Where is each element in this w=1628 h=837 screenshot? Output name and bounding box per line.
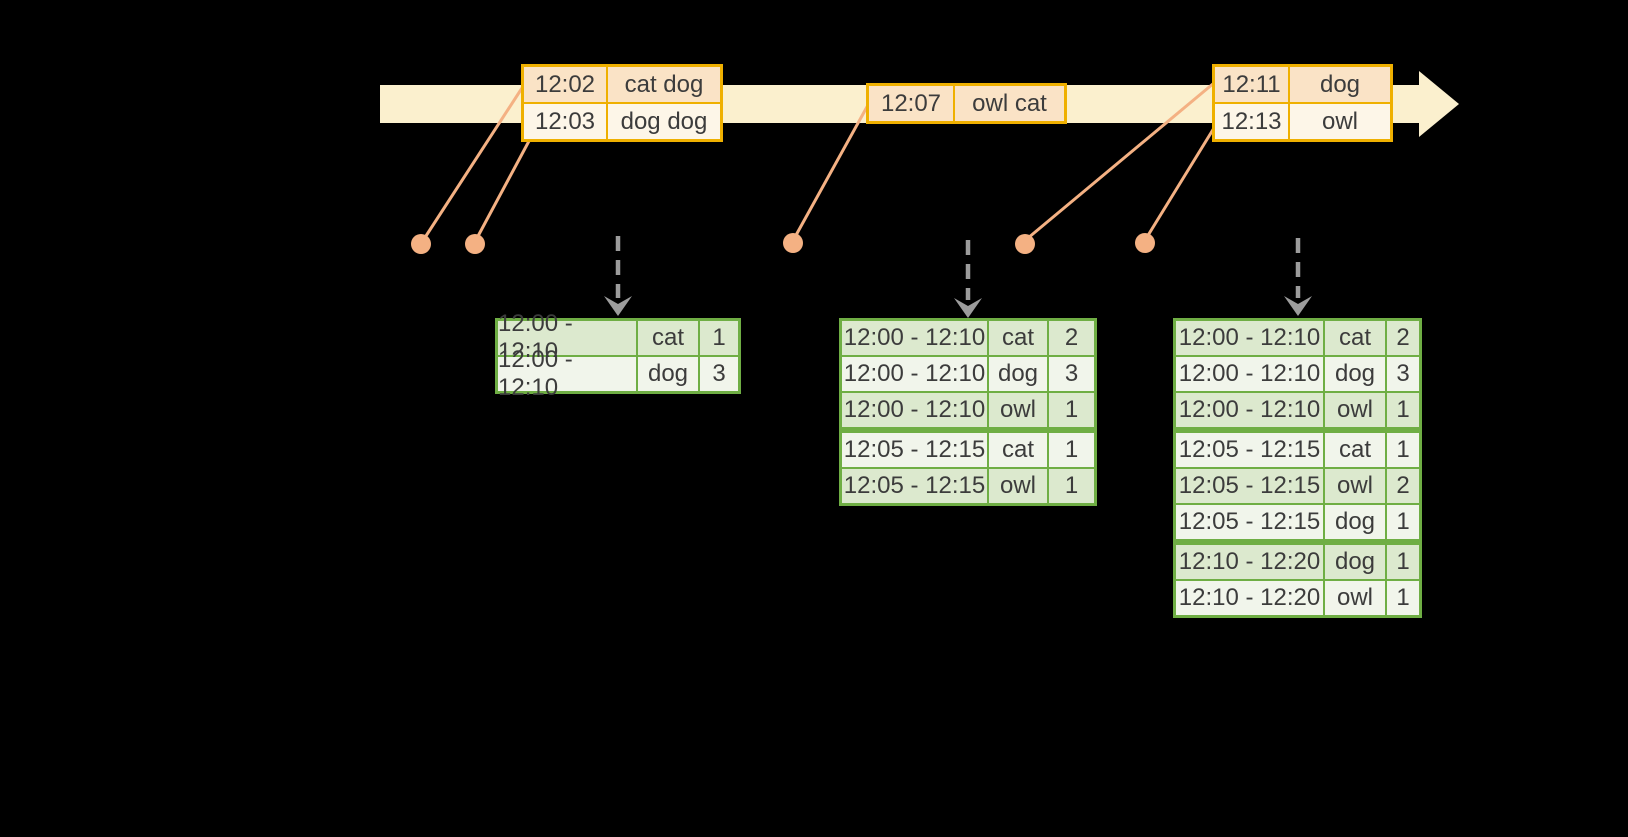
window-range: 12:00 - 12:10 [1176,393,1323,427]
table-row: 12:10 - 12:20 owl 1 [1176,581,1419,615]
event-connector-line [793,104,870,238]
event-row: 12:07 owl cat [869,86,1064,121]
window-range: 12:00 - 12:10 [842,321,987,355]
table-row: 12:05 - 12:15 owl 1 [842,469,1094,503]
event-time: 12:07 [869,86,953,121]
window-key: dog [1325,545,1385,579]
event-box-2: 12:07 owl cat [866,83,1067,124]
event-row: 12:02 cat dog [524,67,720,102]
window-count: 1 [700,321,738,355]
event-time: 12:11 [1215,67,1288,102]
window-count: 3 [700,357,738,391]
window-key: owl [989,469,1047,503]
window-count: 1 [1387,505,1419,539]
table-row: 12:00 - 12:10 cat 1 [498,310,738,365]
event-connector-line [475,140,531,239]
window-count: 3 [1049,357,1094,391]
trigger-arrowhead-icon [1284,296,1312,316]
window-range: 12:10 - 12:20 [1176,581,1323,615]
window-range: 12:00 - 12:10 [1176,357,1323,391]
table-row: 12:00 - 12:10 owl 1 [1176,393,1419,427]
window-count: 1 [1049,393,1094,427]
timeline-arrowhead-icon [1419,71,1459,137]
table-row: 12:00 - 12:10 dog 3 [498,346,738,401]
event-time: 12:03 [524,104,606,139]
window-key: dog [1325,357,1385,391]
event-words: dog [1290,67,1390,102]
window-range: 12:00 - 12:10 [498,346,636,401]
window-range: 12:00 - 12:10 [842,357,987,391]
window-range: 12:05 - 12:15 [842,433,987,467]
window-range: 12:00 - 12:10 [498,310,636,365]
trigger-arrowhead-icon [954,298,982,318]
window-result-table-1: 12:00 - 12:10 cat 1 12:00 - 12:10 dog 3 [495,310,741,401]
table-row: 12:05 - 12:15 owl 2 [1176,469,1419,503]
table-row: 12:00 - 12:10 cat 2 [842,321,1094,355]
window-key: owl [1325,581,1385,615]
table-row: 12:05 - 12:15 cat 1 [1176,433,1419,467]
table-row: 12:05 - 12:15 dog 1 [1176,505,1419,539]
event-time: 12:13 [1215,104,1288,139]
window-key: cat [1325,321,1385,355]
event-connector-line [1145,127,1216,238]
window-key: cat [638,321,698,355]
window-result-table-2: 12:00 - 12:10 cat 2 12:00 - 12:10 dog 3 … [839,318,1097,506]
window-key: dog [1325,505,1385,539]
event-dot-icon [411,234,431,254]
event-words: owl [1290,104,1390,139]
window-key: owl [1325,393,1385,427]
table-row: 12:05 - 12:15 cat 1 [842,433,1094,467]
window-key: dog [638,357,698,391]
window-key: owl [989,393,1047,427]
table-row: 12:10 - 12:20 dog 1 [1176,545,1419,579]
table-row: 12:00 - 12:10 cat 2 [1176,321,1419,355]
event-words: dog dog [608,104,720,139]
window-key: cat [989,433,1047,467]
window-count: 1 [1049,433,1094,467]
window-count: 2 [1387,469,1419,503]
window-key: owl [1325,469,1385,503]
event-dot-icon [1135,233,1155,253]
event-dot-icon [1015,234,1035,254]
event-words: cat dog [608,67,720,102]
event-box-3: 12:11 dog 12:13 owl [1212,64,1393,142]
event-row: 12:03 dog dog [524,104,720,139]
window-range: 12:05 - 12:15 [842,469,987,503]
window-count: 3 [1387,357,1419,391]
window-count: 1 [1387,433,1419,467]
trigger-arrowhead-icon [604,296,632,316]
table-row: 12:00 - 12:10 dog 3 [1176,357,1419,391]
event-dot-icon [465,234,485,254]
window-count: 2 [1049,321,1094,355]
window-count: 1 [1049,469,1094,503]
event-time: 12:02 [524,67,606,102]
event-row: 12:11 dog [1215,67,1390,102]
window-key: cat [989,321,1047,355]
event-box-1: 12:02 cat dog 12:03 dog dog [521,64,723,142]
window-range: 12:00 - 12:10 [842,393,987,427]
table-row: 12:00 - 12:10 dog 3 [842,357,1094,391]
event-dot-icon [783,233,803,253]
event-row: 12:13 owl [1215,104,1390,139]
table-row: 12:00 - 12:10 owl 1 [842,393,1094,427]
window-key: cat [1325,433,1385,467]
event-words: owl cat [955,86,1064,121]
window-count: 1 [1387,581,1419,615]
window-result-table-3: 12:00 - 12:10 cat 2 12:00 - 12:10 dog 3 … [1173,318,1422,618]
window-count: 2 [1387,321,1419,355]
window-count: 1 [1387,393,1419,427]
window-range: 12:10 - 12:20 [1176,545,1323,579]
window-range: 12:00 - 12:10 [1176,321,1323,355]
window-range: 12:05 - 12:15 [1176,469,1323,503]
window-range: 12:05 - 12:15 [1176,433,1323,467]
window-key: dog [989,357,1047,391]
window-count: 1 [1387,545,1419,579]
event-connector-line [1027,81,1215,240]
window-range: 12:05 - 12:15 [1176,505,1323,539]
event-connector-line [422,87,524,240]
